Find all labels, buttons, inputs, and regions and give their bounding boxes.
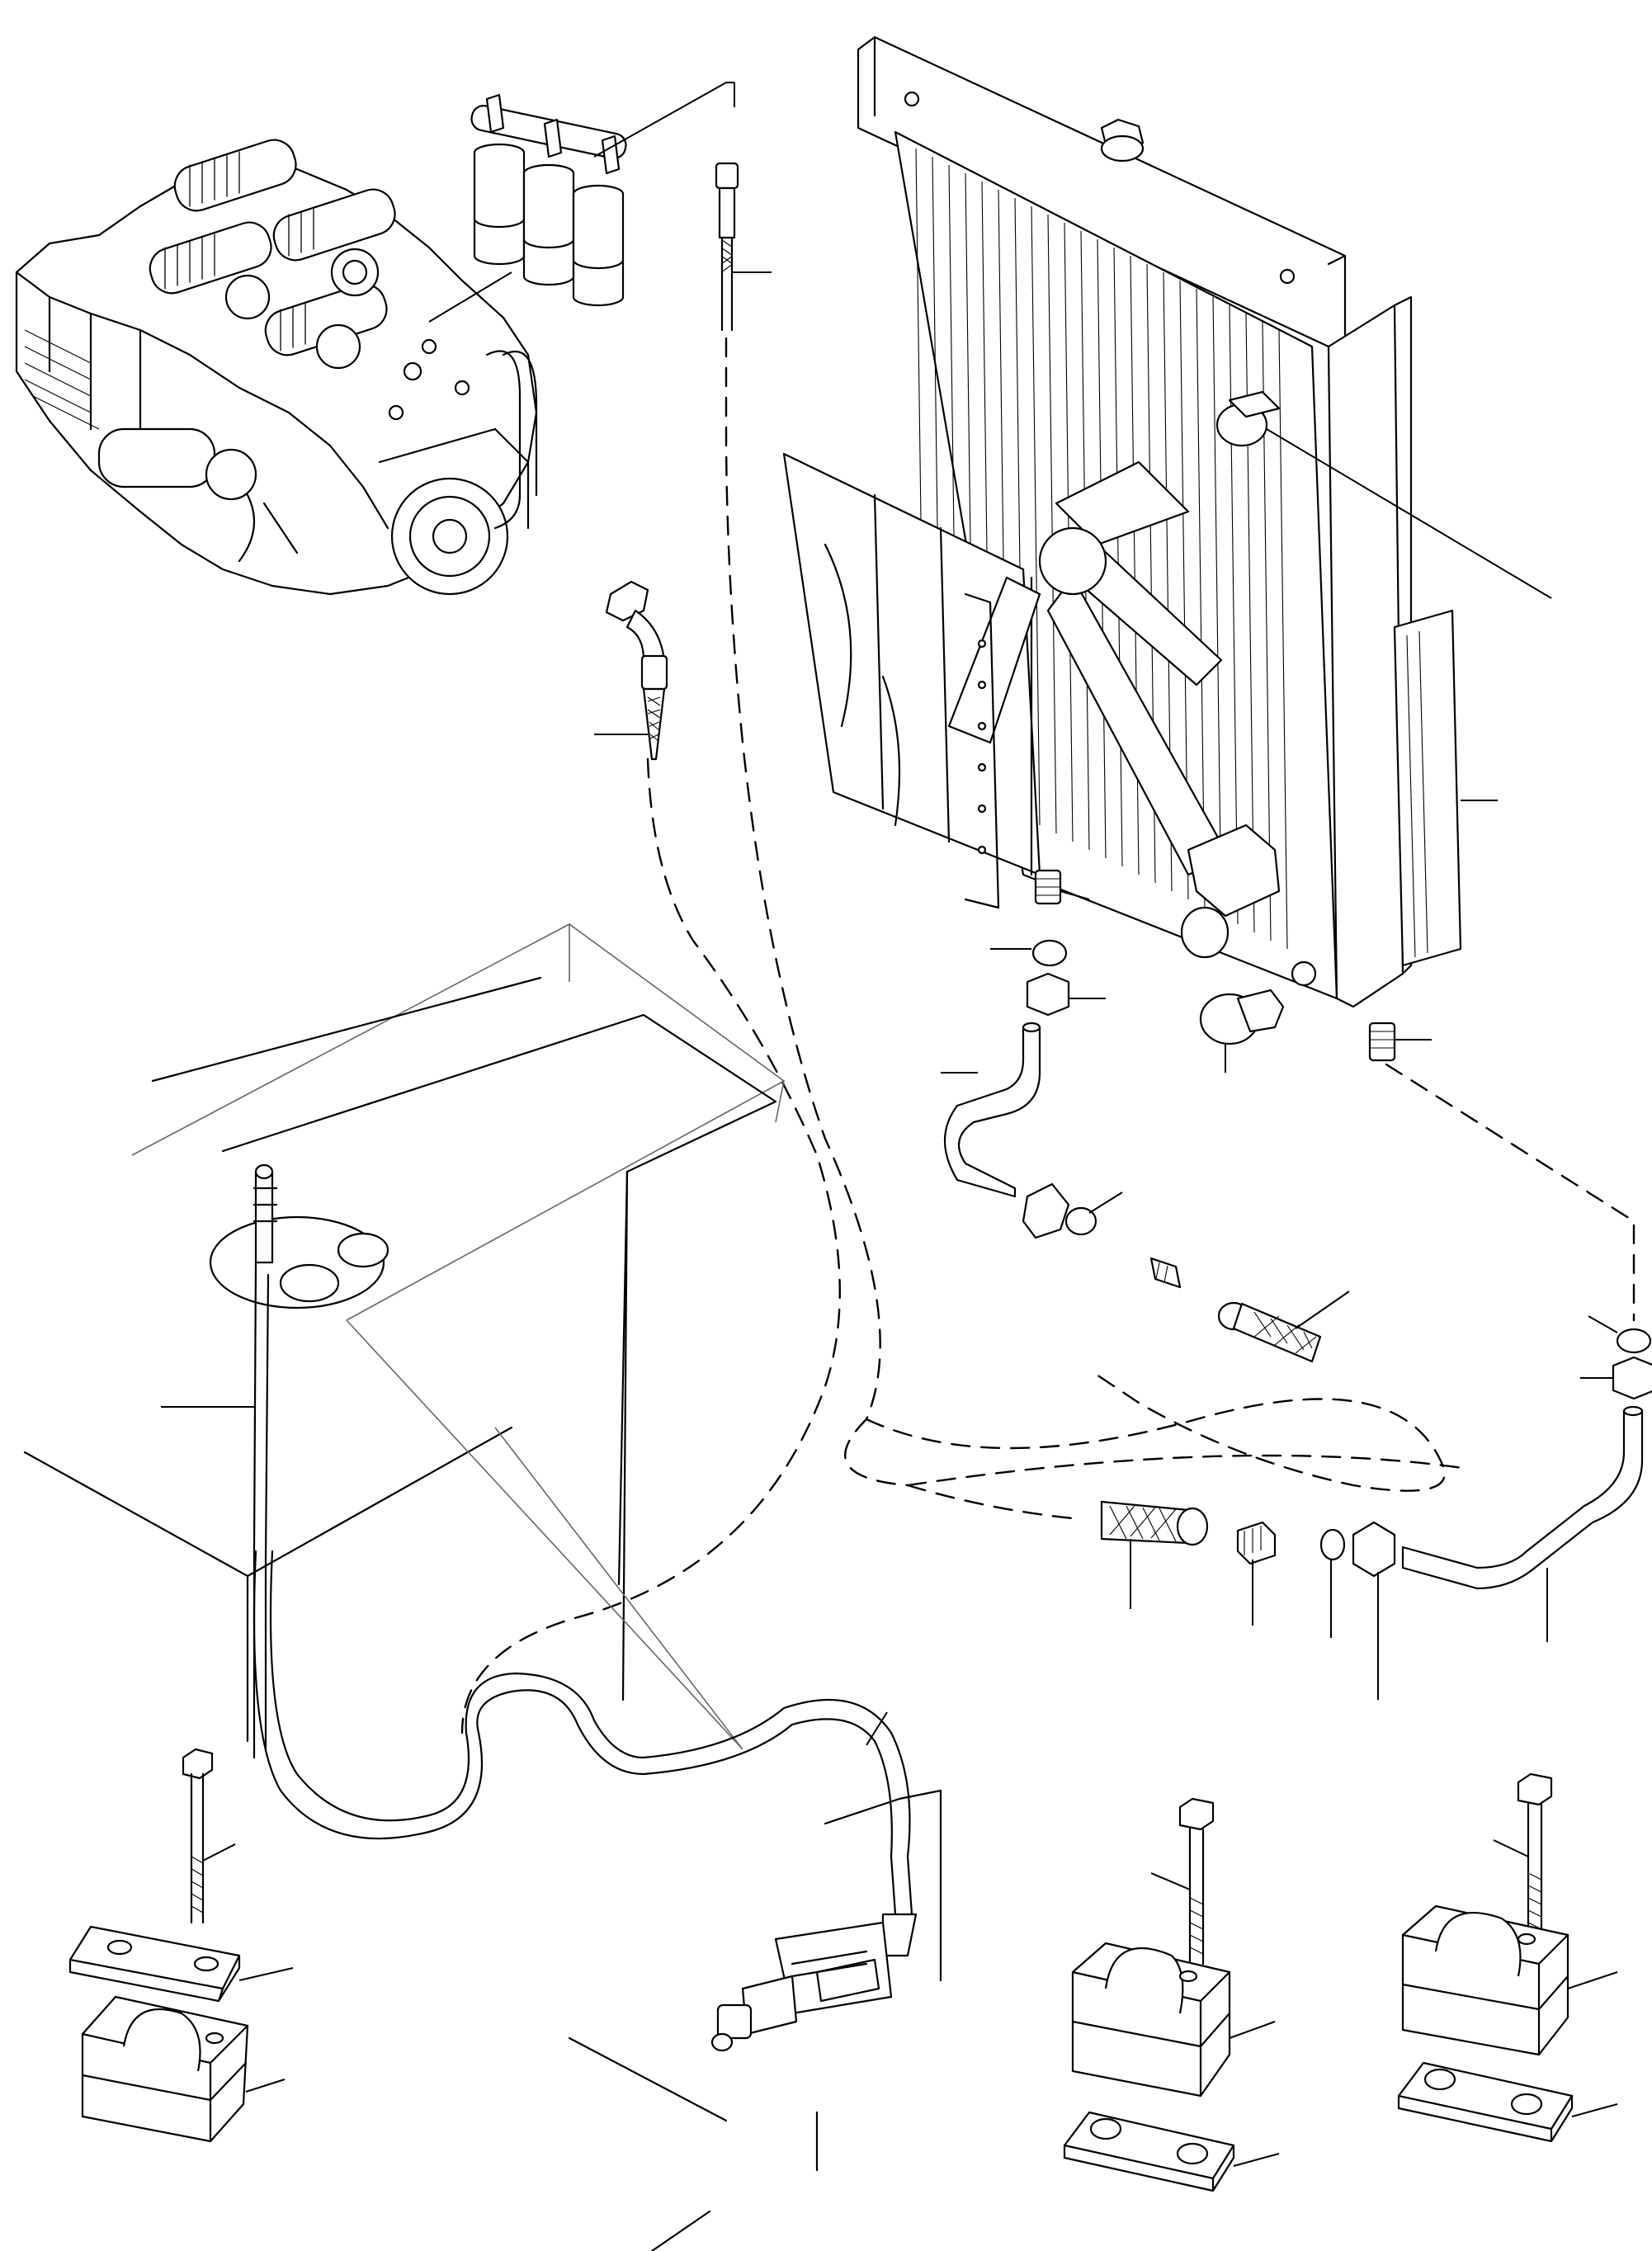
radiator bbox=[782, 35, 1462, 1008]
right-fitting-stack bbox=[1580, 1315, 1652, 1400]
leader-plate-right bbox=[1571, 2103, 1618, 2117]
route-line-loop bbox=[865, 1368, 1446, 1492]
leader-clamp-mid bbox=[1229, 2021, 1276, 2039]
route-line-upper bbox=[725, 337, 909, 1487]
leader-filters-to-engine bbox=[428, 82, 734, 323]
adapter-lower bbox=[1236, 1521, 1277, 1626]
plug-lower bbox=[1199, 989, 1285, 1073]
bolt-left bbox=[182, 1748, 236, 1924]
braided-hose-mid bbox=[1217, 1291, 1350, 1363]
bolt-right bbox=[1493, 1772, 1553, 1941]
route-line-right bbox=[1385, 1063, 1635, 1322]
leader-main-hose bbox=[866, 1711, 888, 1746]
filter-bank bbox=[428, 82, 734, 323]
plate-right bbox=[1397, 2061, 1618, 2143]
adapter-mid bbox=[1149, 1257, 1182, 1289]
nut-lower bbox=[1352, 1521, 1396, 1700]
leader-plate-left bbox=[238, 1967, 294, 1981]
adapter-right bbox=[1368, 1022, 1432, 1062]
engine-block bbox=[15, 139, 538, 596]
plate-left bbox=[68, 1925, 294, 2003]
clamp-mid bbox=[1071, 1942, 1276, 2098]
braided-hose-lower bbox=[1100, 1500, 1209, 1609]
leader-clamp-left bbox=[245, 2079, 286, 2093]
nut-mid bbox=[1022, 1182, 1123, 1239]
leader-adapter-left bbox=[1060, 890, 1090, 900]
clamp-left bbox=[81, 1995, 286, 2143]
route-line-lower bbox=[906, 1454, 1470, 1520]
leader-plate-mid bbox=[1233, 2153, 1280, 2167]
fuel-tank-outline bbox=[23, 923, 942, 2251]
plate-mid bbox=[1063, 2111, 1280, 2192]
clamp-right bbox=[1401, 1904, 1618, 2056]
leader-braided-hose-mid bbox=[1295, 1291, 1350, 1329]
seal-lower bbox=[1319, 1528, 1346, 1638]
main-hose bbox=[253, 1550, 918, 2052]
leader-radiator-drain-plug bbox=[1266, 428, 1552, 599]
elbow-hose bbox=[594, 580, 668, 761]
bolt-mid bbox=[1150, 1797, 1215, 1965]
leader-bolt-left bbox=[202, 1843, 236, 1862]
left-fitting-stack bbox=[990, 869, 1106, 1017]
leader-bolt-mid bbox=[1150, 1872, 1191, 1890]
leader-seal-right bbox=[1588, 1315, 1618, 1333]
leader-nut-mid bbox=[1088, 1192, 1123, 1214]
route-line-elbow bbox=[460, 757, 841, 1734]
leader-clamp-right bbox=[1567, 1971, 1618, 1989]
radiator-drain-plug bbox=[1215, 390, 1281, 447]
tube-right bbox=[1401, 1405, 1644, 1642]
leader-bolt-right bbox=[1493, 1839, 1529, 1857]
tube-left bbox=[941, 1022, 1041, 1198]
hose-upper-assembly bbox=[715, 83, 772, 332]
